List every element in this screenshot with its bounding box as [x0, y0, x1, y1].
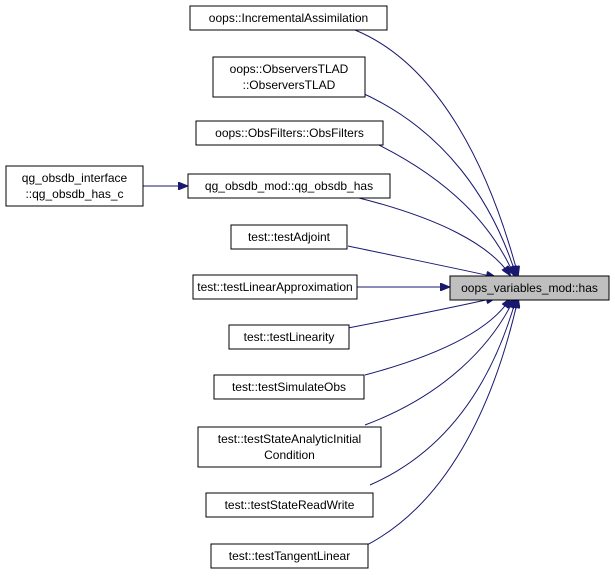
- edge-n7-focus: [347, 298, 495, 329]
- node-test-state-read-write[interactable]: test::testStateReadWrite: [205, 492, 374, 518]
- node-label: test::testLinearity: [244, 330, 335, 344]
- node-label: test::testStateReadWrite: [225, 498, 355, 512]
- node-label-line2: Condition: [264, 448, 315, 462]
- node-label-line1: oops::ObserversTLAD: [230, 62, 349, 76]
- node-label: test::testTangentLinear: [229, 549, 350, 563]
- node-qg-obsdb-has-c[interactable]: qg_obsdb_interface ::qg_obsdb_has_c: [5, 165, 144, 207]
- node-test-linearity[interactable]: test::testLinearity: [228, 324, 350, 350]
- edge-n1-focus: [354, 29, 518, 275]
- edge-n4-focus: [354, 196, 510, 275]
- node-label: oops_variables_mod::has: [461, 281, 598, 295]
- node-label: oops::ObsFilters::ObsFilters: [215, 126, 364, 140]
- node-qg-obsdb-has[interactable]: qg_obsdb_mod::qg_obsdb_has: [187, 173, 391, 199]
- node-label: oops::IncrementalAssimilation: [209, 11, 368, 25]
- edge-n8-focus: [364, 299, 510, 376]
- node-label-line1: test::testStateAnalyticInitial: [218, 432, 361, 446]
- node-observers-tlad[interactable]: oops::ObserversTLAD ::ObserversTLAD: [212, 56, 366, 98]
- node-label-line2: ::qg_obsdb_has_c: [25, 187, 123, 201]
- edge-n10-focus: [369, 299, 516, 486]
- node-test-simulate-obs[interactable]: test::testSimulateObs: [213, 374, 365, 400]
- node-label: test::testLinearApproximation: [197, 280, 352, 294]
- node-test-tangent-linear[interactable]: test::testTangentLinear: [210, 543, 369, 569]
- node-label: test::testAdjoint: [248, 230, 331, 244]
- edge-n11-focus: [364, 299, 518, 547]
- node-obs-filters[interactable]: oops::ObsFilters::ObsFilters: [195, 120, 384, 146]
- edge-n5-focus: [347, 245, 495, 277]
- edges: [143, 29, 518, 547]
- edge-n3-focus: [374, 142, 514, 275]
- edge-n2-focus: [359, 91, 516, 275]
- node-label: qg_obsdb_mod::qg_obsdb_has: [205, 179, 373, 193]
- node-test-linear-approximation[interactable]: test::testLinearApproximation: [192, 274, 358, 300]
- node-oops-variables-has[interactable]: oops_variables_mod::has: [449, 275, 610, 301]
- node-test-state-analytic-initial-condition[interactable]: test::testStateAnalyticInitial Condition: [197, 426, 382, 468]
- node-label-line2: ::ObserversTLAD: [243, 78, 336, 92]
- node-incremental-assimilation[interactable]: oops::IncrementalAssimilation: [189, 5, 388, 31]
- edge-n9-focus: [364, 299, 514, 426]
- node-label: test::testSimulateObs: [232, 380, 346, 394]
- node-label-line1: qg_obsdb_interface: [22, 171, 128, 185]
- node-test-adjoint[interactable]: test::testAdjoint: [230, 224, 348, 250]
